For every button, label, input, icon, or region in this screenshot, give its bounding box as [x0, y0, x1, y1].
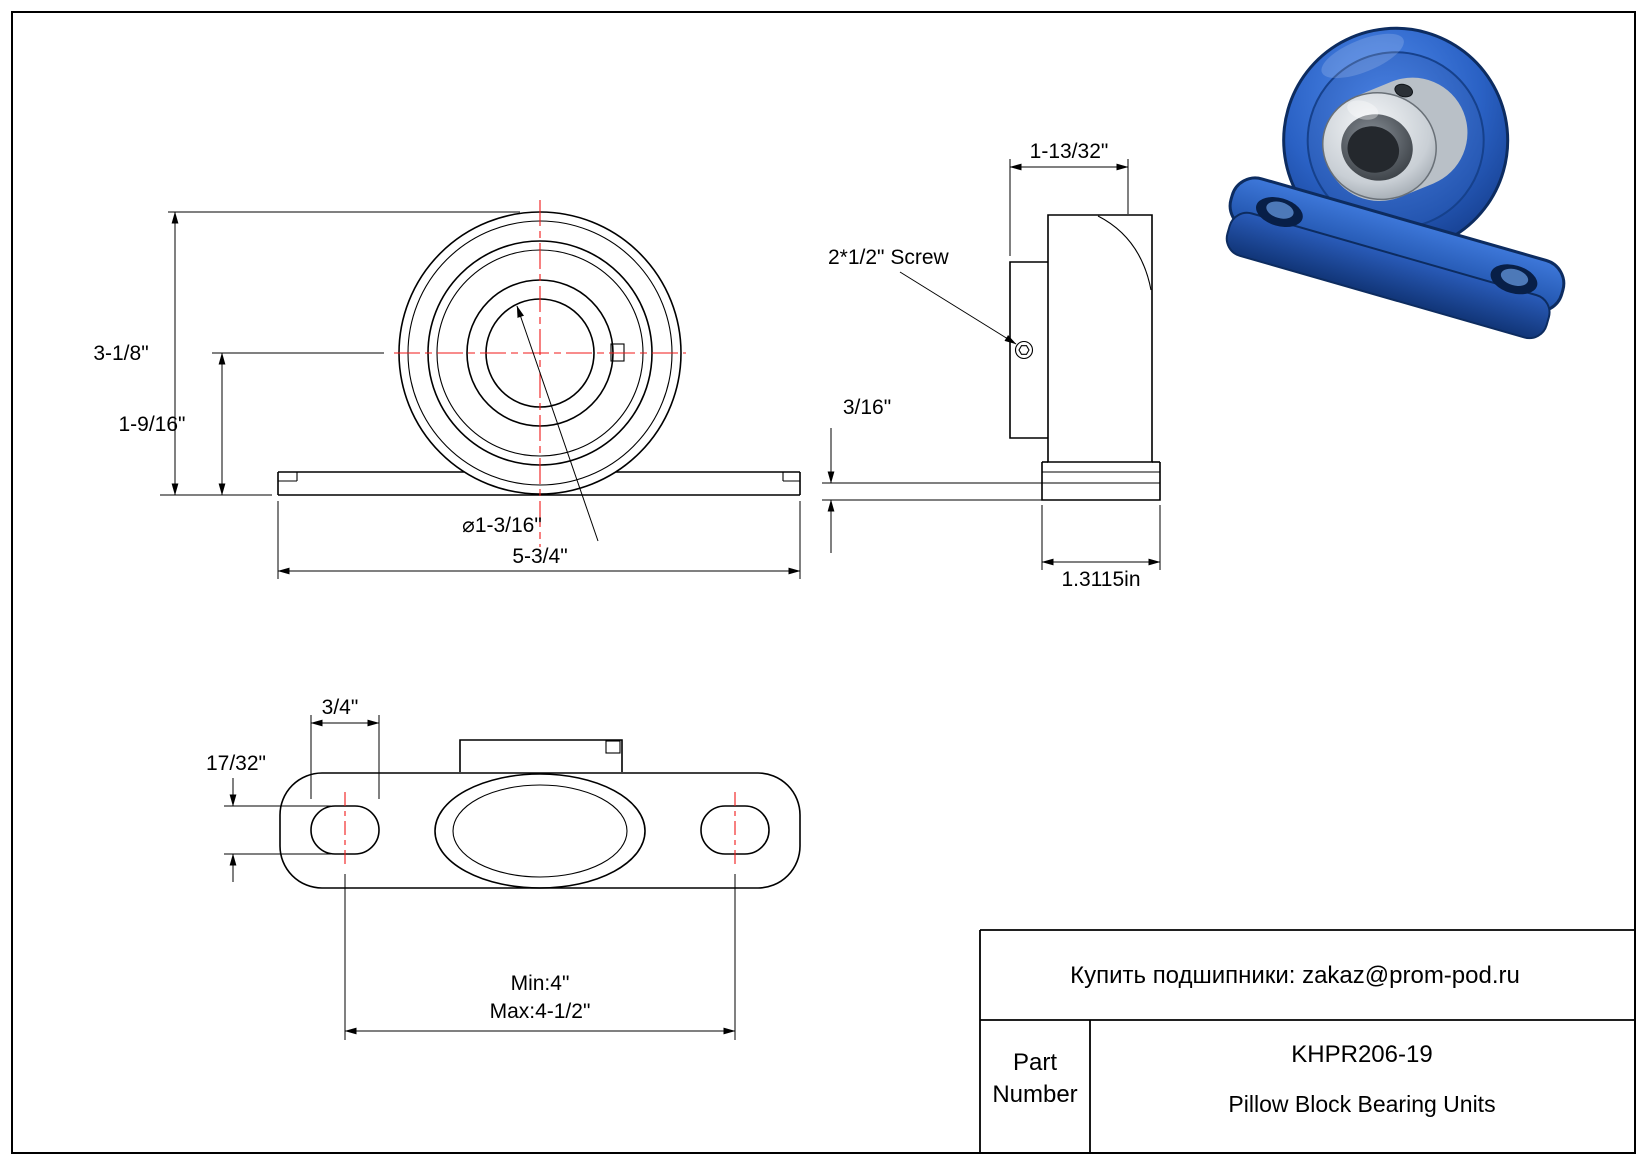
render-sleeve-highlight [1347, 100, 1379, 120]
part-label-line1: Part [1013, 1049, 1057, 1076]
dim-slot-length: 17/32" [206, 752, 338, 882]
leader-line [899, 271, 1017, 345]
top-view: 3/4" 17/32" Min:4" Max:4-1/2" [206, 696, 801, 1040]
render-set-screw [1394, 83, 1414, 98]
housing-dome-curve [1097, 215, 1152, 291]
boss-screw-detail [605, 740, 621, 754]
part-description-text: Pillow Block Bearing Units [1228, 1091, 1495, 1117]
set-screw-icon [1014, 340, 1034, 360]
dim-flange-thickness: 3/16" [822, 396, 1042, 553]
dim-bore-diameter: ⌀1-3/16" [462, 305, 599, 542]
dim-text-center-height: 1-9/16" [119, 413, 186, 436]
render-highlight [1321, 33, 1404, 79]
set-screw-hex-socket [1018, 345, 1030, 355]
dim-base-width: 5-3/4" [277, 501, 801, 579]
dim-text-slot-width: 3/4" [322, 696, 359, 719]
dim-text-total-height: 3-1/8" [93, 342, 148, 365]
render-base-front [1225, 211, 1551, 340]
dim-top-width: 1-13/32" [1009, 140, 1129, 256]
leader-line [516, 305, 599, 542]
sheet-border-frame [11, 11, 1636, 1154]
collar-boss-outline [1009, 261, 1048, 439]
bearing-3d-render [1225, 26, 1566, 340]
dim-center-height: 1-9/16" [119, 352, 384, 496]
dim-text-bolt-spacing-min: Min:4" [511, 972, 570, 995]
dim-slot-width: 3/4" [310, 696, 380, 799]
dim-text-top-width: 1-13/32" [1030, 140, 1109, 163]
base-plate-outline [279, 772, 801, 889]
side-view: 1-13/32" 2*1/2" Screw 3/16" 1.3115in [822, 140, 1161, 591]
housing-boss-outline [459, 739, 623, 772]
dim-text-base-width: 5-3/4" [512, 545, 567, 568]
front-view: 3-1/8" 1-9/16" 5-3/4" ⌀1-3/16" [93, 200, 801, 579]
dim-base-depth: 1.3115in [1041, 505, 1161, 591]
housing-inner-ellipse [452, 784, 628, 878]
title-block: Купить подшипники: zakaz@prom-pod.ru Par… [979, 929, 1635, 1153]
part-number-text: KHPR206-19 [1291, 1041, 1432, 1068]
dim-text-flange-thickness: 3/16" [843, 396, 891, 419]
flange-outline [1041, 462, 1161, 501]
dim-text-slot-length: 17/32" [206, 752, 266, 775]
render-bolt-hole-left-inner [1266, 201, 1294, 219]
dim-bolt-spacing: Min:4" Max:4-1/2" [344, 874, 736, 1040]
dim-text-bolt-spacing-max: Max:4-1/2" [490, 1000, 591, 1023]
housing-outer-ellipse [434, 773, 646, 889]
dim-text-bore-diameter: ⌀1-3/16" [462, 514, 542, 537]
dim-text-base-depth: 1.3115in [1061, 568, 1140, 591]
dim-total-height: 3-1/8" [93, 211, 520, 496]
screw-label: 2*1/2" Screw [828, 246, 950, 269]
render-bore-hole [1347, 126, 1400, 173]
part-label-line2: Number [992, 1081, 1077, 1108]
render-bolt-hole-right-inner [1500, 268, 1529, 286]
contact-text: Купить подшипники: zakaz@prom-pod.ru [1070, 962, 1520, 989]
screw-callout: 2*1/2" Screw [828, 246, 1017, 345]
base-flange-front [277, 471, 801, 496]
base-flange-side [1041, 461, 1161, 501]
